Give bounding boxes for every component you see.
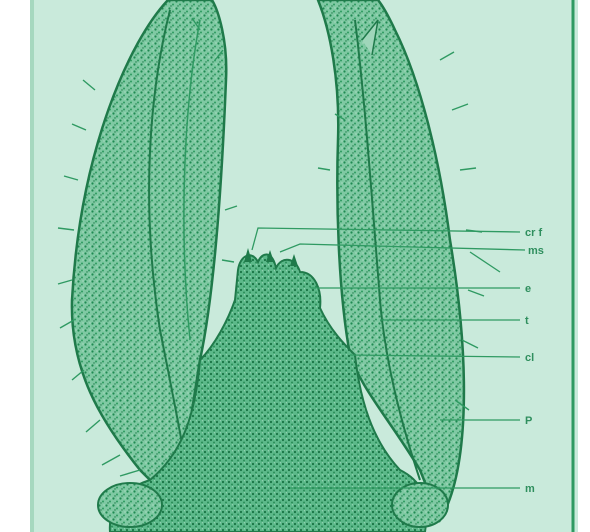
right-palp-lobe (392, 483, 448, 527)
left-palp-lobe (98, 483, 162, 527)
label-m: m (525, 483, 535, 495)
label-t: t (525, 315, 529, 327)
label-cl: cl (525, 352, 534, 364)
plate-left-edge (30, 0, 34, 532)
label-p: P (525, 415, 532, 427)
label-e: e (525, 283, 531, 295)
label-cr-f: cr f (525, 227, 542, 239)
label-ms: ms (528, 245, 544, 257)
